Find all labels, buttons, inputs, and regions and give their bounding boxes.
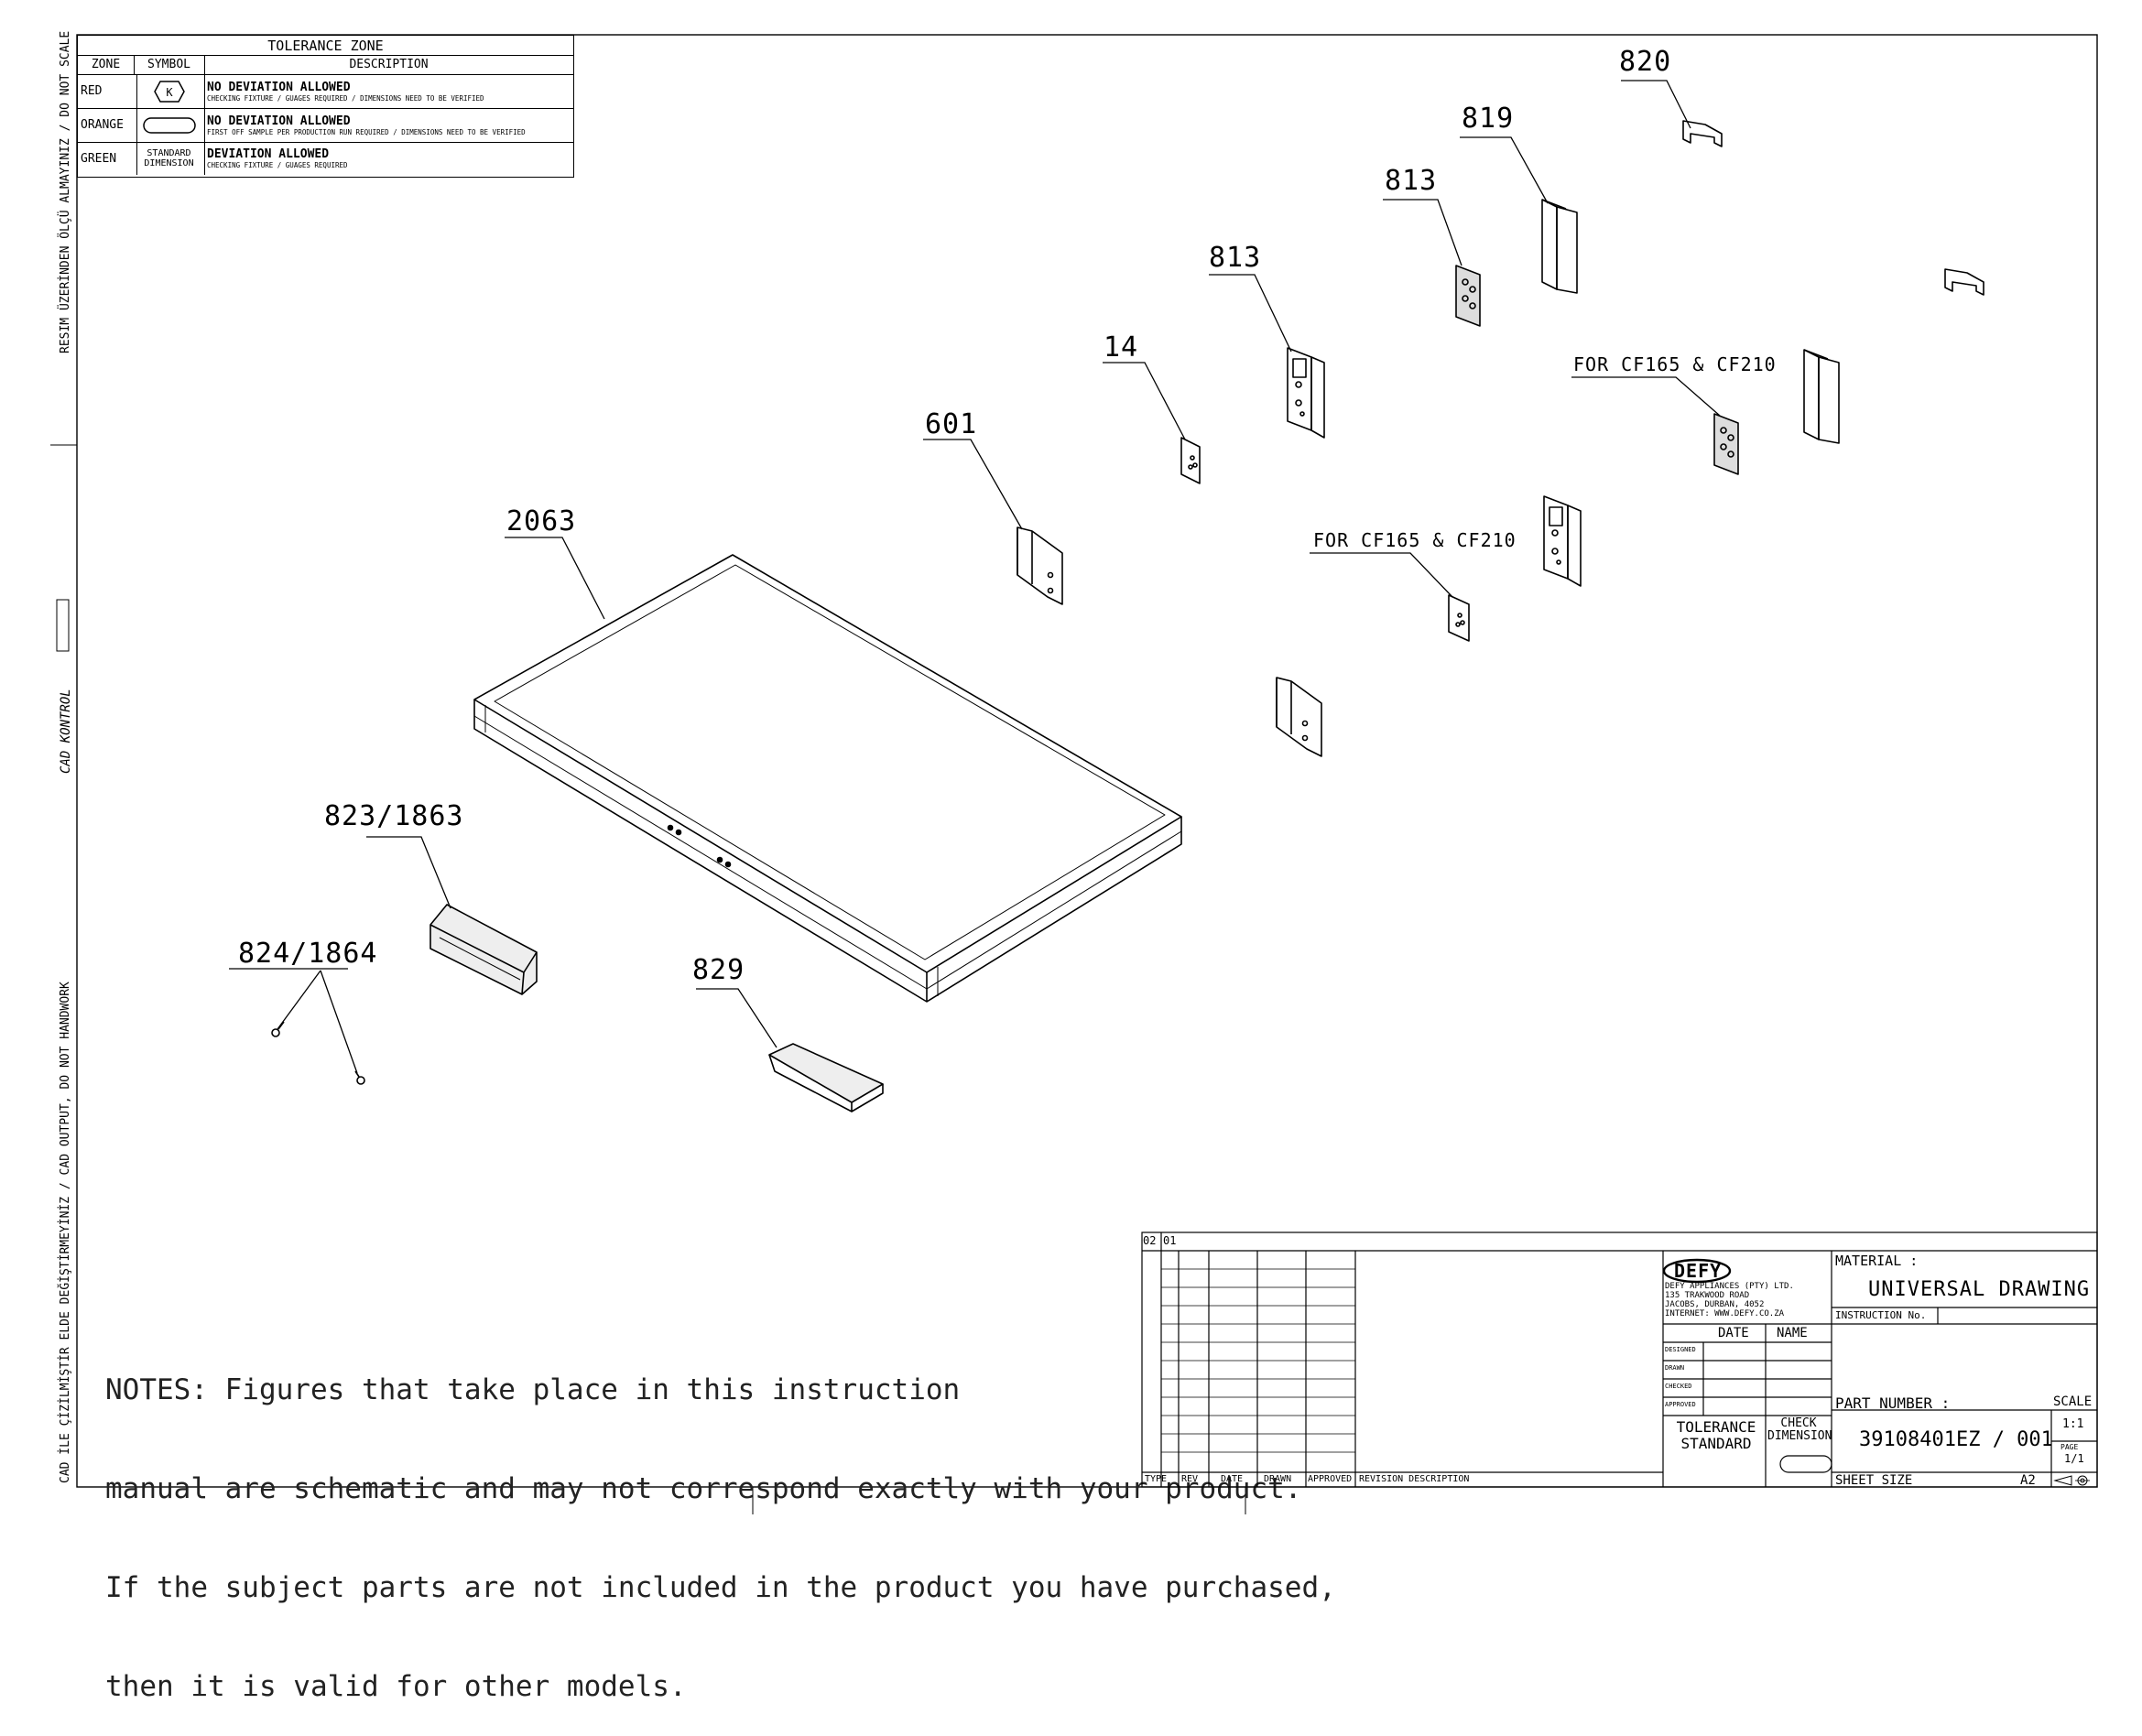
page-label: PAGE	[2060, 1443, 2079, 1451]
rev-header-drawn: DRAWN	[1264, 1474, 1292, 1484]
sheet-size-label: SHEET SIZE	[1835, 1473, 1913, 1488]
instruction-label: INSTRUCTION No.	[1835, 1309, 1927, 1321]
symbol-oval-icon	[134, 108, 205, 142]
desc-red-sub: CHECKING FIXTURE / GUAGES REQUIRED / DIM…	[207, 93, 484, 103]
part-number-value: 39108401EZ / 001	[1859, 1428, 2053, 1451]
desc-green-sub: CHECKING FIXTURE / GUAGES REQUIRED	[207, 161, 348, 169]
notes-line-2: manual are schematic and may not corresp…	[105, 1472, 1302, 1505]
tolerance-row-green: GREEN STANDARD DIMENSION DEVIATION ALLOW…	[78, 142, 573, 175]
header-zone: ZONE	[78, 55, 135, 74]
notes-line-4: then it is valid for other models.	[105, 1670, 687, 1703]
hinge-813-center	[1287, 347, 1325, 439]
zone-red: RED	[78, 74, 137, 108]
label-813-top: 813	[1385, 165, 1438, 197]
title-block-grid	[1141, 1231, 2098, 1488]
company-line-1: DEFY APPLIANCES (PTY) LTD.	[1665, 1282, 1794, 1291]
desc-red-main: NO DEVIATION ALLOWED	[207, 80, 351, 94]
label-cf-top: FOR CF165 & CF210	[1573, 353, 1777, 375]
tolerance-row-red: RED K NO DEVIATION ALLOWED CHECKING FIXT…	[78, 74, 573, 109]
symbol-standard-dimension: STANDARD DIMENSION	[134, 142, 205, 175]
desc-orange-main: NO DEVIATION ALLOWED	[207, 114, 351, 128]
role-drawn: DRAWN	[1665, 1364, 1685, 1372]
company-line-4: INTERNET: WWW.DEFY.CO.ZA	[1665, 1309, 1785, 1318]
label-823-1863: 823/1863	[324, 800, 464, 832]
rev-code-01: 01	[1163, 1234, 1177, 1247]
label-601: 601	[925, 408, 978, 440]
exploded-view-diagram	[229, 80, 1984, 1112]
label-820: 820	[1619, 46, 1672, 78]
material-label: MATERIAL :	[1835, 1253, 1919, 1269]
screws-824	[271, 1021, 365, 1085]
rev-header-description: REVISION DESCRIPTION	[1359, 1474, 1470, 1484]
tolerance-standard: TOLERANCE STANDARD	[1676, 1418, 1756, 1452]
zone-green: GREEN	[78, 142, 137, 175]
drawing-frame	[50, 34, 2098, 1514]
clip-right	[1944, 268, 1984, 296]
role-approved: APPROVED	[1665, 1401, 1696, 1408]
rev-header-date: DATE	[1221, 1474, 1244, 1484]
label-cf-bottom: FOR CF165 & CF210	[1313, 529, 1517, 551]
material-value: UNIVERSAL DRAWING	[1868, 1278, 2091, 1301]
plate-14	[1180, 437, 1201, 484]
symbol-k-text: K	[166, 86, 173, 99]
projection-symbol-icon	[2053, 1475, 2090, 1486]
scale-label: SCALE	[2053, 1394, 2093, 1409]
label-14: 14	[1104, 331, 1139, 363]
name-label: NAME	[1777, 1326, 1808, 1340]
cover-829	[768, 1043, 884, 1112]
bracket-lower	[1276, 677, 1322, 757]
tolerance-header-row: ZONE SYMBOL DESCRIPTION	[78, 55, 573, 75]
role-checked: CHECKED	[1665, 1383, 1692, 1390]
part-number-label: PART NUMBER :	[1835, 1394, 1951, 1412]
label-2063: 2063	[506, 505, 577, 537]
defy-logo: DEFY	[1674, 1260, 1723, 1282]
symbol-k-hexagon-icon: K	[134, 74, 205, 108]
header-symbol: SYMBOL	[134, 55, 205, 74]
zone-orange: ORANGE	[78, 108, 137, 142]
scale-value: 1:1	[2062, 1417, 2084, 1431]
hinge-plate-813-top	[1455, 265, 1481, 327]
leader-lines	[229, 80, 1721, 1074]
rev-header-approved: APPROVED	[1308, 1474, 1353, 1484]
clip-820	[1682, 120, 1723, 147]
header-description: DESCRIPTION	[349, 58, 429, 71]
page-value: 1/1	[2064, 1452, 2084, 1465]
rev-header-type: TYPE	[1145, 1474, 1168, 1484]
label-824-1864: 824/1864	[238, 938, 378, 970]
notes-line-1: NOTES: Figures that take place in this i…	[105, 1373, 961, 1406]
tolerance-zone-table: TOLERANCE ZONE ZONE SYMBOL DESCRIPTION R…	[77, 35, 574, 178]
label-819: 819	[1462, 103, 1515, 135]
tolerance-title: TOLERANCE ZONE	[267, 37, 384, 54]
tolerance-title-row: TOLERANCE ZONE	[78, 36, 573, 56]
notes-line-3: If the subject parts are not included in…	[105, 1571, 1336, 1604]
hinge-plate-right	[1713, 413, 1739, 475]
rev-header-rev: REV	[1181, 1474, 1199, 1484]
channel-right	[1803, 349, 1840, 444]
company-address: DEFY APPLIANCES (PTY) LTD. 135 TRAKWOOD …	[1665, 1282, 1794, 1318]
company-line-3: JACOBS, DURBAN, 4052	[1665, 1300, 1765, 1309]
role-designed: DESIGNED	[1665, 1346, 1696, 1353]
check-dimension: CHECK DIMENSION	[1767, 1416, 1832, 1443]
rev-code-02: 02	[1143, 1234, 1157, 1247]
company-line-2: 135 TRAKWOOD ROAD	[1665, 1291, 1750, 1300]
date-label: DATE	[1718, 1326, 1749, 1340]
sheet-size-value: A2	[2020, 1473, 2036, 1488]
bracket-601	[1017, 526, 1063, 605]
door-panel-2063	[473, 554, 1182, 1003]
desc-green-main: DEVIATION ALLOWED	[207, 147, 330, 161]
tolerance-row-orange: ORANGE NO DEVIATION ALLOWED FIRST OFF SA…	[78, 108, 573, 143]
plate-lower-cf	[1448, 594, 1470, 642]
handle-823	[429, 904, 538, 995]
desc-orange-sub: FIRST OFF SAMPLE PER PRODUCTION RUN REQU…	[207, 127, 526, 136]
hinge-lower-right	[1543, 495, 1582, 587]
label-829: 829	[692, 954, 745, 986]
label-813-center: 813	[1209, 242, 1262, 274]
